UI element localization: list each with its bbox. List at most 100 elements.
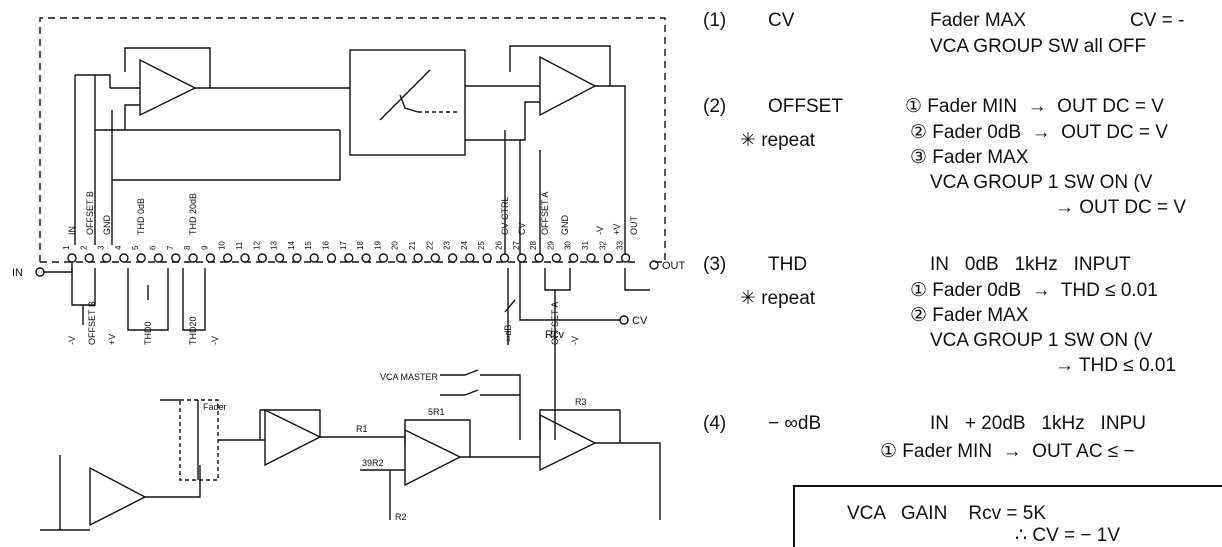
pin-number: 13 [270, 241, 279, 250]
pin-number: 1 [62, 245, 71, 250]
pin-number: 24 [460, 241, 469, 250]
connector-pin [361, 253, 371, 263]
connector-pin [257, 253, 267, 263]
connector-pin [309, 253, 319, 263]
note4-line-a: IN + 20dB 1kHz INPU [930, 413, 1146, 434]
connector-pin [326, 253, 337, 263]
pin-function-label: OUT [629, 216, 639, 236]
connector-pin [517, 253, 527, 263]
note3-line-b: ① Fader 0dB → THD ≤ 0.01 [910, 280, 1158, 301]
pin-number: 2 [79, 245, 88, 250]
note2-repeat: ✳ repeat [740, 130, 816, 151]
pin-number: 6 [149, 245, 158, 250]
pin-number: 28 [529, 241, 538, 250]
note3-line-e: → THD ≤ 0.01 [1055, 355, 1176, 376]
connector-pin [551, 253, 562, 263]
pin-number: 25 [477, 241, 486, 250]
connector-pin [153, 253, 164, 263]
connector-pin [569, 253, 579, 263]
bottom-component-label: -V [570, 336, 580, 345]
vca-gain-line-2: ∴ CV = − 1V [1015, 525, 1121, 546]
connector-pin [222, 253, 233, 263]
connector-pin [292, 253, 302, 263]
connector-pin [119, 253, 129, 263]
bottom-component-label: OFFSET B [87, 301, 97, 345]
pin-number: 33 [616, 241, 625, 250]
note1-name: CV [768, 10, 795, 31]
pin-number: 14 [287, 241, 296, 250]
note2-line-c: ③ Fader MAX [910, 147, 1029, 168]
connector-pin [205, 253, 216, 263]
vca-master-label: VCA MASTER [380, 372, 439, 382]
connector-pin [274, 253, 285, 263]
note3-line-a: IN 0dB 1kHz INPUT [930, 254, 1131, 275]
pin-number: 22 [425, 241, 434, 250]
connector-pin [620, 253, 631, 263]
pin-number: 5 [131, 245, 140, 250]
connector-pin [136, 253, 146, 263]
pin-function-label: OFFSET B [85, 191, 95, 235]
test-procedure-notes: (1) CV Fader MAX CV = - VCA GROUP SW all… [700, 0, 1222, 547]
pin-number: 30 [564, 241, 573, 250]
pin-number: 18 [356, 241, 365, 250]
vca-gain-box: VCA GAIN Rcv = 5K ∴ CV = − 1V [793, 485, 1222, 547]
note4-number: (4) [703, 413, 727, 434]
bottom-component-label: THD0 [143, 321, 153, 345]
pin-function-label: THD 0dB [136, 198, 146, 235]
pin-number: 10 [218, 241, 227, 250]
pin-number: 11 [235, 241, 244, 250]
bottom-component-label: -V [67, 336, 77, 345]
pin-function-label: CV [517, 222, 527, 235]
note3-name: THD [768, 254, 808, 275]
bottom-component-label: OFFSET A [550, 302, 560, 345]
connector-pin [586, 253, 596, 263]
r-39r2-label: 39R2 [362, 458, 384, 468]
pin-function-label: CV CTRL [500, 196, 510, 235]
r2-label: R2 [395, 512, 407, 522]
connector-pin [413, 253, 423, 263]
note1-line-b: CV = - [1130, 10, 1185, 31]
note2-line-e: → OUT DC = V [1055, 197, 1187, 218]
pin-number: 17 [339, 241, 348, 250]
connector-pin [344, 253, 354, 263]
pin-function-label: THD 20dB [188, 193, 198, 235]
note3-line-d: VCA GROUP 1 SW ON (V [930, 330, 1153, 351]
r1-label: R1 [356, 424, 368, 434]
connector-pin [482, 253, 492, 263]
pin-number: 4 [114, 245, 123, 250]
pin-number: 12 [252, 241, 261, 250]
pin-number: 19 [373, 241, 382, 250]
pin-function-label: IN [67, 226, 77, 235]
connector-pin [499, 253, 510, 263]
pin-number: 8 [183, 245, 192, 250]
connector-pin [240, 253, 250, 263]
note1-number: (1) [703, 10, 727, 31]
note1-line-c: VCA GROUP SW all OFF [930, 36, 1147, 57]
fader-label: Fader [203, 402, 227, 412]
vca-gain-line-1: VCA GAIN Rcv = 5K [847, 503, 1047, 524]
connector-pin [101, 253, 112, 263]
pin-number: 9 [200, 245, 209, 250]
pin-number: 32 [598, 241, 607, 250]
note2-name: OFFSET [768, 96, 843, 117]
bottom-component-label: +V [107, 334, 117, 345]
bottom-component-label: THD20 [188, 316, 198, 345]
pin-number: 16 [322, 241, 331, 250]
pin-number: 27 [512, 241, 521, 250]
note4-name: − ∞dB [768, 413, 822, 434]
note2-number: (2) [703, 96, 727, 117]
note3-line-c: ② Fader MAX [910, 305, 1029, 326]
note2-line-b: ② Fader 0dB → OUT DC = V [910, 122, 1168, 143]
rcv-label: Rcv [545, 329, 564, 341]
pin-function-label: -V [595, 226, 605, 235]
pin-function-label: GND [560, 215, 570, 236]
out-terminal-label: OUT [662, 260, 686, 272]
pin-number: 3 [97, 245, 106, 250]
note1-line-a: Fader MAX [930, 10, 1027, 31]
connector-pin [67, 253, 77, 263]
in-terminal-label: IN [12, 267, 23, 279]
connector-pin [447, 253, 458, 263]
r-5r1-label: 5R1 [428, 407, 445, 417]
pin-number: 31 [581, 241, 590, 250]
